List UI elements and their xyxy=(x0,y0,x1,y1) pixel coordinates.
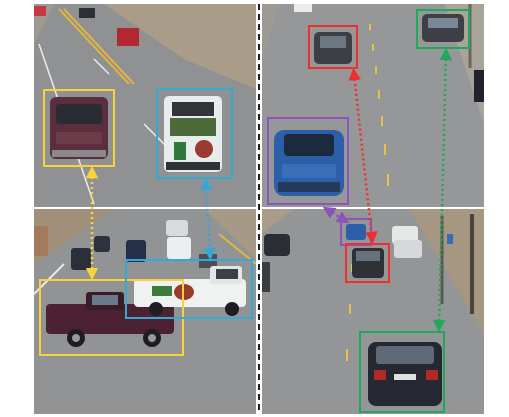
box-white-pickup-top xyxy=(156,88,233,179)
box-maroon-suv xyxy=(43,89,115,167)
dark-sedan-bottom xyxy=(352,248,384,278)
box-blue-hatchback-top xyxy=(267,117,349,205)
maroon-suv xyxy=(50,97,108,159)
blue-hatchback-bottom xyxy=(346,224,366,240)
panel-right-bottom xyxy=(262,209,484,414)
black-sedan-bottom xyxy=(368,342,442,406)
white-pickup-side xyxy=(134,266,246,316)
blue-hatchback-top xyxy=(274,130,344,196)
panel-left-bottom xyxy=(34,209,256,414)
vehicle-reid-figure xyxy=(34,4,484,414)
panel-right-top xyxy=(262,4,484,207)
box-dark-sedan-top xyxy=(308,25,358,69)
box-white-pickup-bottom xyxy=(125,259,253,319)
panel-left-top xyxy=(34,4,256,207)
figure-canvas xyxy=(34,4,484,414)
gray-sedan-top xyxy=(422,14,464,42)
box-black-sedan-bottom xyxy=(359,331,445,413)
separator-left xyxy=(34,207,256,209)
maroon-pickup xyxy=(46,292,174,347)
dark-sedan-top xyxy=(314,32,352,64)
match-arrow-purple xyxy=(322,206,350,224)
match-arrow-green xyxy=(432,47,453,333)
separator-right xyxy=(262,207,484,209)
match-arrow-cyan xyxy=(200,177,216,261)
white-pickup-rear xyxy=(164,96,222,172)
